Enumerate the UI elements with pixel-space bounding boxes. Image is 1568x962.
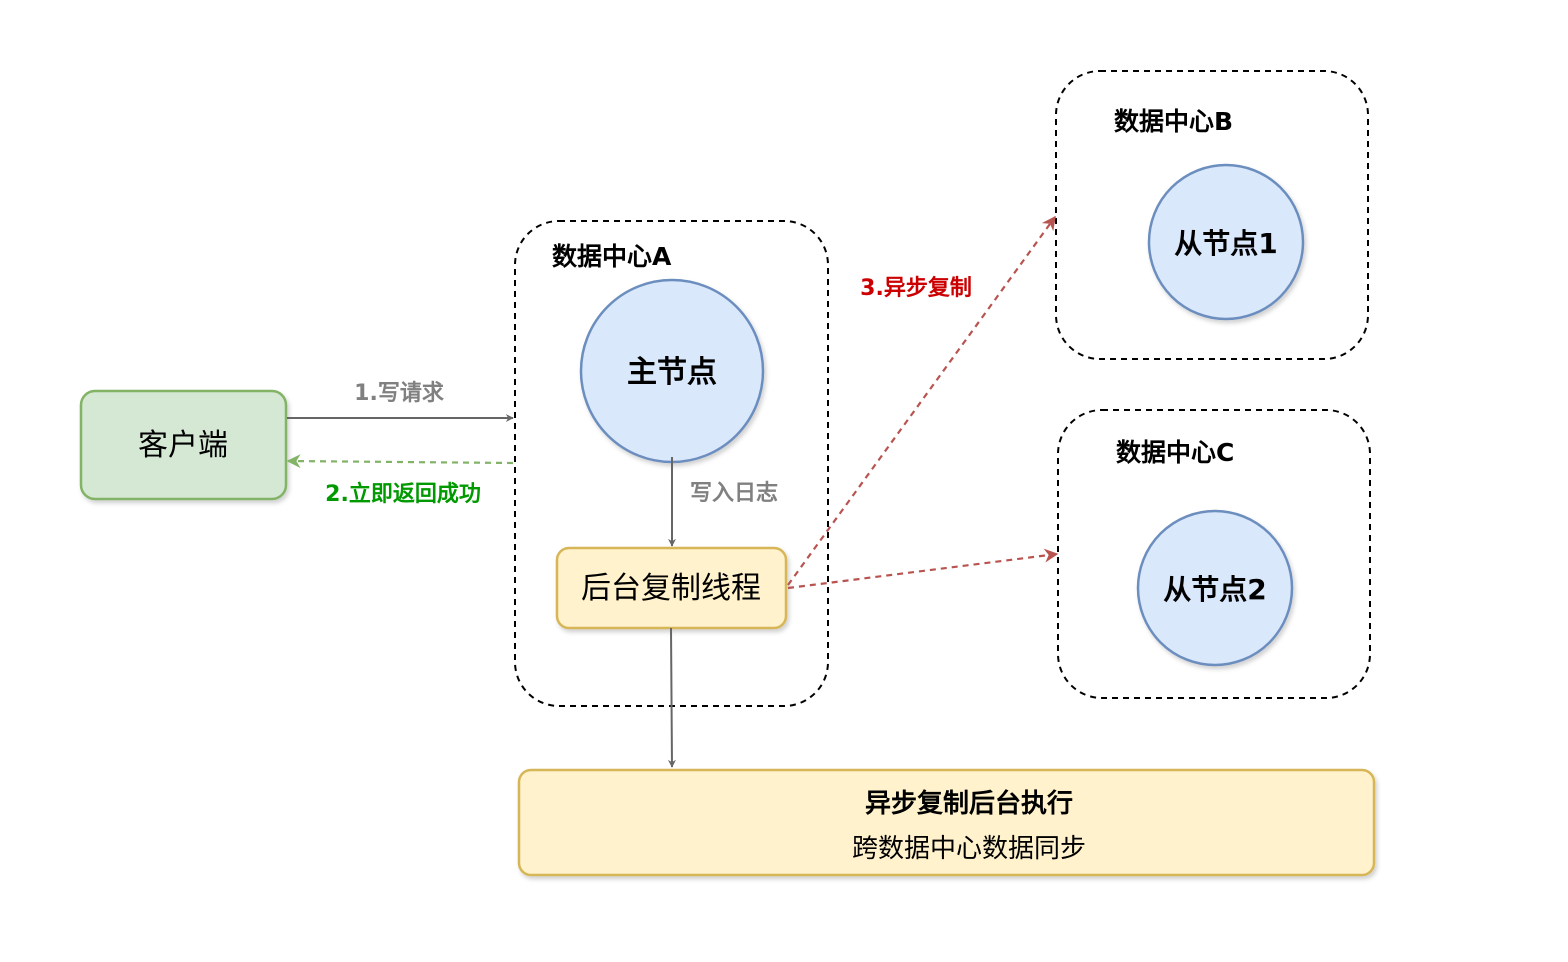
datacenter-c-container (1057, 409, 1371, 699)
replica2-node-label: 从节点2 (1163, 573, 1266, 606)
replication-thread-label: 后台复制线程 (581, 571, 761, 606)
thread-to-summary-arrow (667, 627, 676, 768)
async-replication-arrow-c (787, 548, 1059, 590)
datacenter-b-container (1055, 70, 1369, 360)
write-request-label: 1.写请求 (354, 380, 444, 406)
replica2-node[interactable] (1136, 509, 1294, 667)
return-success-label: 2.立即返回成功 (325, 481, 481, 507)
datacenter-c-title: 数据中心C (1116, 438, 1234, 467)
client-label: 客户端 (138, 428, 228, 463)
async-replication-label: 3.异步复制 (860, 275, 972, 301)
replica1-node-label: 从节点1 (1174, 227, 1277, 260)
primary-node-label: 主节点 (627, 355, 717, 390)
datacenter-b-title: 数据中心B (1114, 107, 1233, 136)
summary-title: 异步复制后台执行 (865, 788, 1073, 819)
async-replication-arrow-b (787, 215, 1056, 586)
replica1-node[interactable] (1147, 163, 1305, 321)
summary-box (517, 768, 1376, 877)
write-log-label: 写入日志 (690, 481, 778, 506)
client-node[interactable] (79, 389, 288, 501)
datacenter-a-title: 数据中心A (552, 242, 672, 271)
return-success-arrow (286, 454, 514, 469)
summary-subtitle: 跨数据中心数据同步 (852, 834, 1086, 864)
